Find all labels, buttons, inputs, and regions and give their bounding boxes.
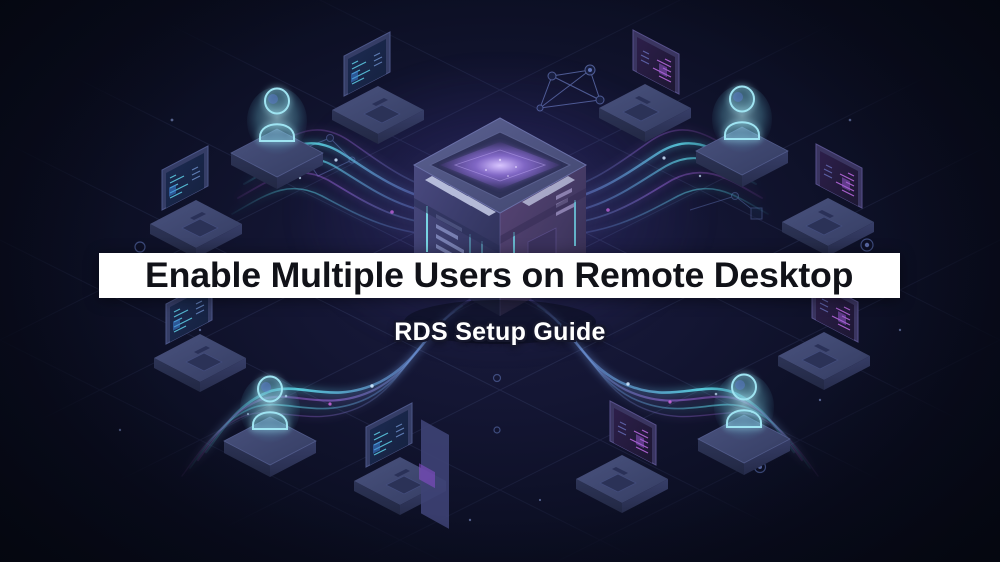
- server-tower: [412, 117, 588, 529]
